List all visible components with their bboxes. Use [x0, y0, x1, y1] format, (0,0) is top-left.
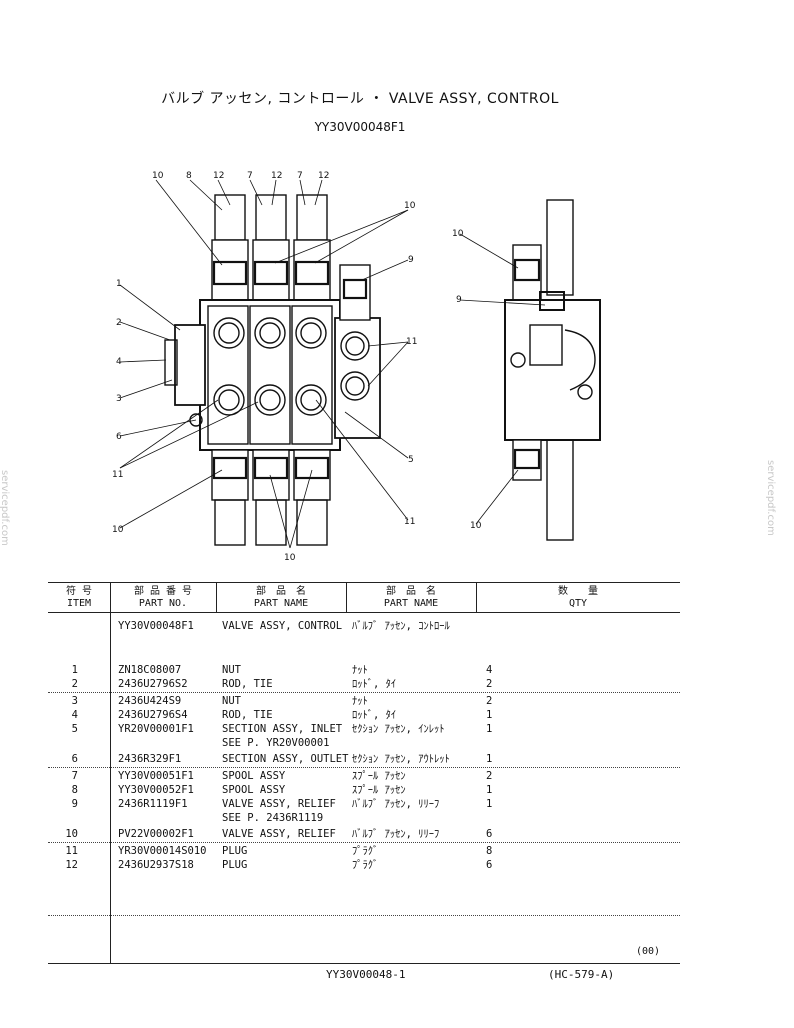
- document-reference: (HC-579-A): [548, 968, 615, 981]
- row-divider: [48, 842, 680, 843]
- callout-label: 10: [404, 201, 416, 211]
- column-divider: [476, 582, 477, 612]
- row-divider: [48, 692, 680, 693]
- column-divider: [346, 582, 347, 612]
- callout-label: 3: [116, 394, 122, 404]
- callout-label: 11: [112, 470, 123, 480]
- assembly-part-no: YY30V00048F1: [118, 620, 194, 632]
- callout-label: 4: [116, 357, 122, 367]
- callout-label: 12: [318, 171, 329, 181]
- callout-label: 10: [112, 525, 124, 535]
- callout-label: 2: [116, 318, 122, 328]
- callout-label: 9: [408, 255, 414, 265]
- revision-code: (00): [636, 946, 661, 957]
- valve-assembly-drawing: 10 8 12 7 12 7 12 10 9 1 2 4 3 6 11 11 5…: [112, 171, 601, 563]
- callout-label: 11: [404, 517, 415, 527]
- callout-label: 6: [116, 432, 122, 442]
- cross-reference: SEE P. YR20V00001: [222, 737, 330, 749]
- callout-label: 8: [186, 171, 192, 181]
- callout-label: 11: [406, 337, 417, 347]
- assembly-name-en: VALVE ASSY, CONTROL: [222, 620, 343, 632]
- cross-reference: SEE P. 2436R1119: [222, 812, 324, 824]
- watermark-right: servicepdf.com: [765, 460, 776, 536]
- column-divider: [216, 582, 217, 612]
- table-header-rule: [48, 612, 680, 613]
- table-bottom-rule: [48, 963, 680, 964]
- callout-label: 12: [213, 171, 224, 181]
- column-divider: [110, 582, 111, 964]
- row-divider: [48, 767, 680, 768]
- callout-label: 7: [297, 171, 303, 181]
- assembly-number: YY30V00048F1: [314, 120, 406, 134]
- callout-label: 10: [152, 171, 164, 181]
- callout-label: 5: [408, 455, 414, 465]
- callout-label: 7: [247, 171, 253, 181]
- page-title: バルブ アッセン, コントロール ・ VALVE ASSY, CONTROL: [161, 91, 559, 107]
- callout-label: 1: [116, 279, 122, 289]
- callout-label: 10: [470, 521, 482, 531]
- table-top-rule: [48, 582, 680, 583]
- callout-label: 9: [456, 295, 462, 305]
- page-reference: YY30V00048-1: [326, 968, 406, 981]
- callout-label: 12: [271, 171, 282, 181]
- callout-label: 10: [284, 553, 296, 563]
- callout-label: 10: [452, 229, 464, 239]
- row-divider: [48, 915, 680, 916]
- assembly-name-jp: ﾊﾞﾙﾌﾞ ｱｯｾﾝ, ｺﾝﾄﾛｰﾙ: [352, 620, 450, 632]
